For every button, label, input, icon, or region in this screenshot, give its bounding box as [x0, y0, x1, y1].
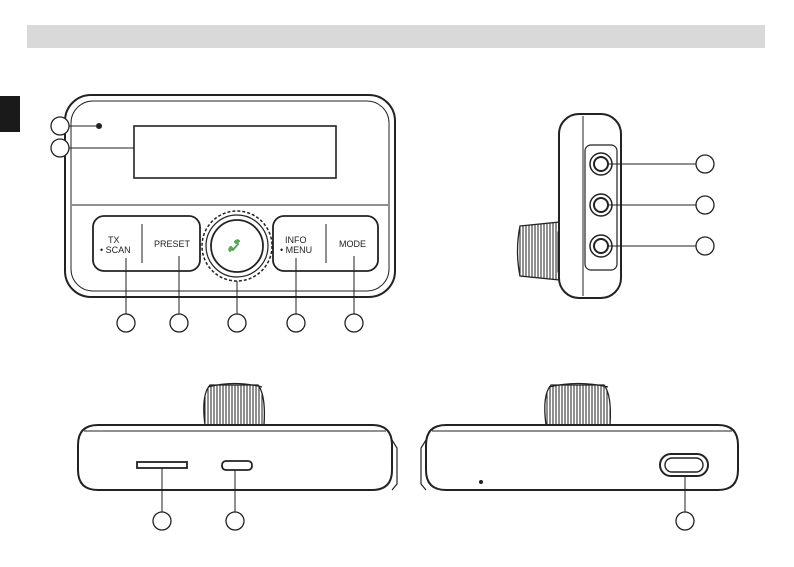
- callout-marker-3: [117, 314, 135, 332]
- lcd-display: [134, 126, 336, 178]
- callout-marker-usb: [226, 512, 244, 530]
- callout-marker-side-1: [696, 155, 714, 173]
- bottom-right-knob: [545, 385, 611, 425]
- front-view: TX • SCAN PRESET INFO • MENU MODE: [51, 95, 395, 332]
- micro-sd-slot: [137, 462, 187, 468]
- callout-marker-sd: [153, 512, 171, 530]
- callout-marker-4: [170, 314, 188, 332]
- info-label[interactable]: INFO: [285, 235, 307, 245]
- tx-label[interactable]: TX: [108, 235, 120, 245]
- callout-marker-side-2: [696, 196, 714, 214]
- side-knob: [518, 222, 561, 280]
- reset-hole: [479, 480, 483, 484]
- side-view: [518, 114, 715, 298]
- preset-label[interactable]: PRESET: [154, 239, 191, 249]
- callout-marker-5: [228, 314, 246, 332]
- scan-label[interactable]: • SCAN: [100, 245, 131, 255]
- callout-marker-2: [51, 139, 69, 157]
- power-button: [660, 454, 708, 476]
- micro-usb-port: [222, 461, 252, 470]
- mode-label[interactable]: MODE: [339, 239, 366, 249]
- callout-marker-power: [676, 512, 694, 530]
- bottom-view-right: [421, 384, 738, 531]
- bottom-view-left: [78, 384, 397, 531]
- microphone-hole: [96, 123, 102, 129]
- callout-marker-6: [287, 314, 305, 332]
- bottom-left-knob: [204, 385, 265, 425]
- callout-marker-7: [345, 314, 363, 332]
- call-knob[interactable]: [202, 211, 272, 281]
- menu-label[interactable]: • MENU: [280, 245, 312, 255]
- callout-marker-side-3: [696, 237, 714, 255]
- callout-marker-1: [51, 117, 69, 135]
